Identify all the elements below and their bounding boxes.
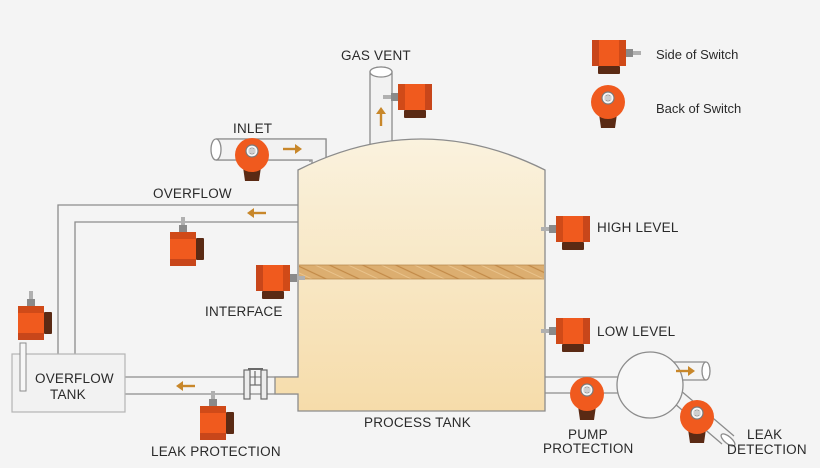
flow-arrow-icon	[174, 379, 197, 393]
label-high-level: HIGH LEVEL	[597, 220, 679, 235]
label-inlet: INLET	[233, 121, 272, 136]
back-switch-icon	[234, 137, 270, 182]
side-switch-icon	[541, 216, 590, 250]
label-overflow: OVERFLOW	[153, 186, 232, 201]
label-leak-protection: LEAK PROTECTION	[151, 444, 281, 459]
side-switch-icon	[200, 391, 234, 440]
label-leak-detection-line2: DETECTION	[727, 442, 807, 457]
label-gas-vent: GAS VENT	[341, 48, 411, 63]
process-tank	[274, 138, 546, 412]
side-switch-icon	[541, 318, 590, 352]
label-process-tank: PROCESS TANK	[364, 415, 471, 430]
overflow-tank-dip-tube	[19, 342, 27, 392]
overflow-pipe	[57, 204, 298, 354]
back-switch-icon	[590, 84, 626, 129]
interface-layer	[299, 265, 544, 279]
label-overflow-tank-line1: OVERFLOW	[35, 371, 114, 386]
back-switch-icon	[679, 399, 715, 444]
side-switch-icon	[170, 217, 204, 266]
side-switch-icon	[18, 291, 52, 340]
valve-icon	[243, 368, 268, 400]
legend-side-label: Side of Switch	[656, 47, 738, 62]
label-interface: INTERFACE	[205, 304, 283, 319]
label-pump-line1: PUMP	[568, 427, 608, 442]
label-pump-line2: PROTECTION	[543, 441, 634, 456]
legend-back-label: Back of Switch	[656, 101, 741, 116]
overflow-tank	[11, 353, 126, 413]
back-switch-icon	[569, 376, 605, 421]
label-low-level: LOW LEVEL	[597, 324, 676, 339]
pump-casing	[616, 351, 684, 419]
label-overflow-tank-line2: TANK	[50, 387, 86, 402]
side-switch-icon	[592, 40, 641, 74]
label-leak-detection-line1: LEAK	[747, 427, 782, 442]
flow-arrow-icon	[245, 206, 268, 220]
